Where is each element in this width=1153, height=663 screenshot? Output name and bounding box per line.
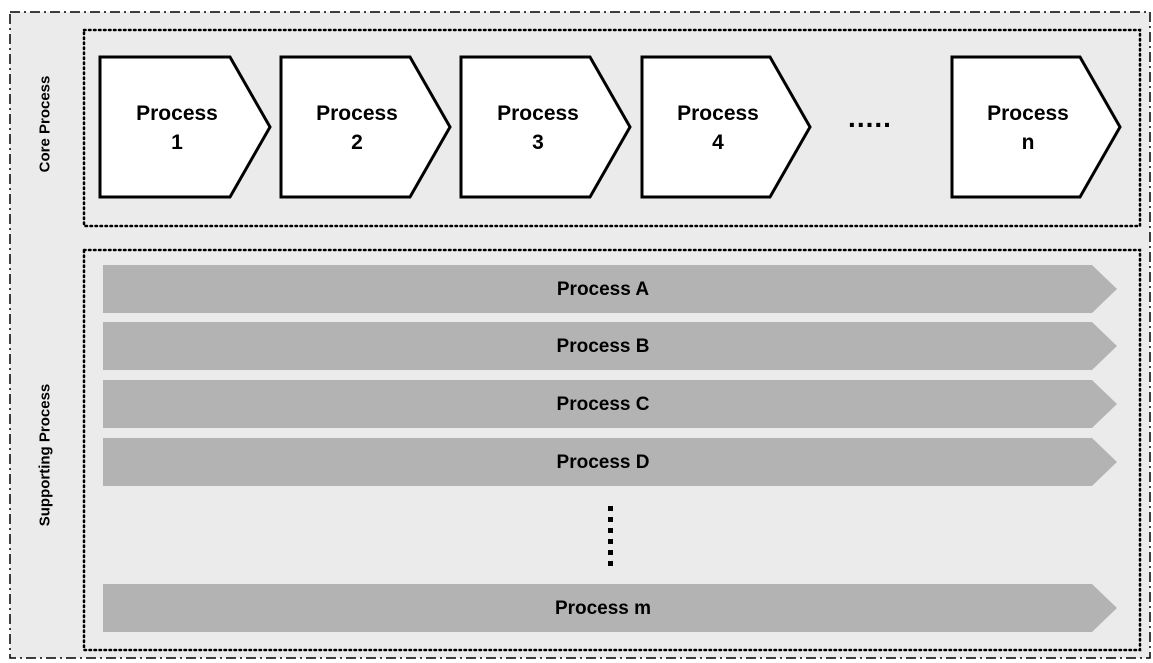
supporting-process-box xyxy=(82,248,1142,652)
supporting-process-c-label: Process C xyxy=(556,394,650,415)
supporting-arrow-b xyxy=(103,322,1117,370)
core-process-1-number: 1 xyxy=(171,131,183,154)
core-process-1-name: Process xyxy=(136,102,218,125)
supporting-arrow-c xyxy=(103,380,1117,428)
core-process-box xyxy=(82,28,1142,228)
core-process-2-number: 2 xyxy=(351,131,363,154)
supporting-process-a-label: Process A xyxy=(556,279,650,300)
core-process-n-number: n xyxy=(1021,131,1035,154)
core-chevron-4 xyxy=(640,55,812,199)
core-process-2-name: Process xyxy=(316,102,398,125)
supporting-process-label: Supporting Process xyxy=(36,383,54,527)
core-ellipsis: ..... xyxy=(848,102,892,133)
supporting-process-b-label: Process B xyxy=(556,336,650,357)
core-chevron-2 xyxy=(279,55,452,199)
core-chevron-n xyxy=(950,55,1122,199)
supporting-arrow-a xyxy=(103,265,1117,313)
supporting-process-d-label: Process D xyxy=(556,452,650,473)
core-process-n-name: Process xyxy=(987,102,1069,125)
supporting-vertical-ellipsis xyxy=(608,506,613,566)
supporting-arrow-d xyxy=(103,438,1117,486)
core-process-4-name: Process xyxy=(677,102,759,125)
core-process-label: Core Process xyxy=(36,75,54,173)
supporting-arrow-m xyxy=(103,584,1117,632)
core-process-4-number: 4 xyxy=(712,131,724,154)
core-process-3-number: 3 xyxy=(532,131,544,154)
core-chevron-3 xyxy=(459,55,632,199)
supporting-process-m-label: Process m xyxy=(554,598,652,619)
core-chevron-1 xyxy=(98,55,272,199)
core-process-3-name: Process xyxy=(497,102,579,125)
